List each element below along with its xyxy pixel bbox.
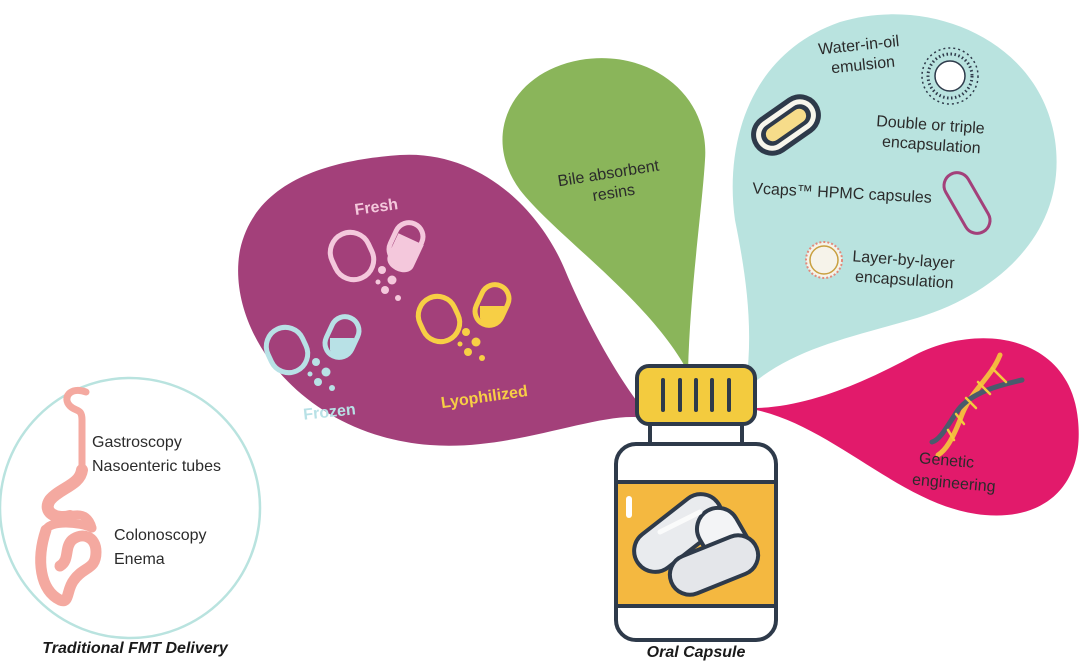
capsule-outline-icon xyxy=(942,171,992,235)
layer-by-layer-line-2: encapsulation xyxy=(854,269,954,293)
oral-capsule-caption: Oral Capsule xyxy=(647,644,746,661)
lyophilized-powder-dots xyxy=(457,328,485,361)
micelle-icon xyxy=(921,47,979,105)
traditional-item-enema: Enema xyxy=(114,551,165,568)
capsule-jar-icon xyxy=(614,364,778,642)
layered-sphere-icon xyxy=(805,241,843,279)
gastrointestinal-tract-icon xyxy=(35,387,102,607)
traditional-caption: Traditional FMT Delivery xyxy=(42,640,229,657)
genetic-line-1: Genetic xyxy=(918,450,974,472)
traditional-fmt-circle xyxy=(0,376,262,640)
traditional-item-colonoscopy: Colonoscopy xyxy=(114,527,207,544)
frozen-label: Frozen xyxy=(303,401,357,423)
double-encapsulation-line-2: encapsulation xyxy=(881,134,981,158)
traditional-item-gastroscopy: Gastroscopy xyxy=(92,434,182,451)
green-bubble xyxy=(502,58,706,373)
frozen-capsule-icon xyxy=(263,314,362,376)
fresh-powder-dots xyxy=(375,266,401,301)
traditional-item-nasoenteric: Nasoenteric tubes xyxy=(92,458,221,475)
lyophilized-capsule-icon xyxy=(415,282,512,345)
traditional-fmt-group: Gastroscopy Nasoenteric tubes Colonoscop… xyxy=(0,376,262,657)
nested-capsule-icon xyxy=(751,94,821,156)
green-bubble-line-2: resins xyxy=(591,182,636,205)
pink-bubble xyxy=(745,338,1079,516)
water-in-oil-line-2: emulsion xyxy=(830,54,895,78)
fresh-label: Fresh xyxy=(354,196,400,219)
open-capsule-icon xyxy=(327,220,426,283)
dna-icon xyxy=(929,352,1025,458)
frozen-powder-dots xyxy=(307,358,335,391)
